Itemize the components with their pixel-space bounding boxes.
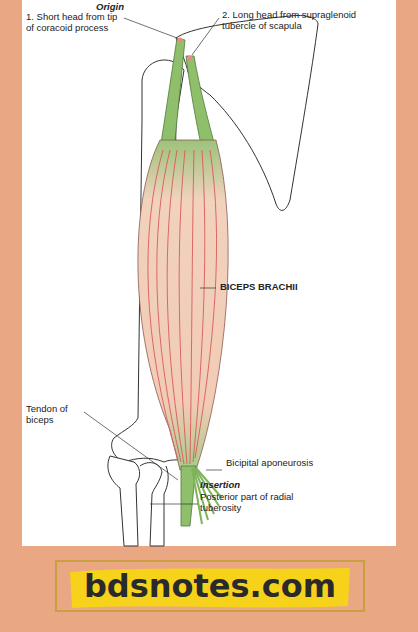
origin-marker	[188, 56, 193, 61]
muscle-label: BICEPS BRACHII	[220, 282, 330, 293]
short-head-tendon	[160, 38, 185, 150]
part-label: 1. Short head from tip of coracoid proce…	[26, 12, 122, 34]
part-label: Posterior part of radial tuberosity	[200, 492, 330, 514]
part-label: Bicipital aponeurosis	[226, 458, 336, 469]
origin-marker	[178, 38, 183, 43]
muscle-belly	[138, 140, 228, 470]
part-label: 2. Long head from supraglenoid tubercle …	[222, 10, 392, 32]
long-head-tendon	[186, 56, 216, 150]
white-panel	[22, 0, 396, 546]
watermark-text: bdsnotes.com	[84, 567, 336, 605]
watermark-box: bdsnotes.com	[55, 560, 365, 612]
ulna-outline	[108, 456, 140, 546]
part-label: Tendon of biceps	[26, 404, 84, 426]
muscle-fibers	[148, 150, 217, 464]
heading-label: Insertion	[200, 480, 280, 491]
leader-lines	[84, 18, 222, 504]
highlight-brush	[70, 568, 350, 608]
